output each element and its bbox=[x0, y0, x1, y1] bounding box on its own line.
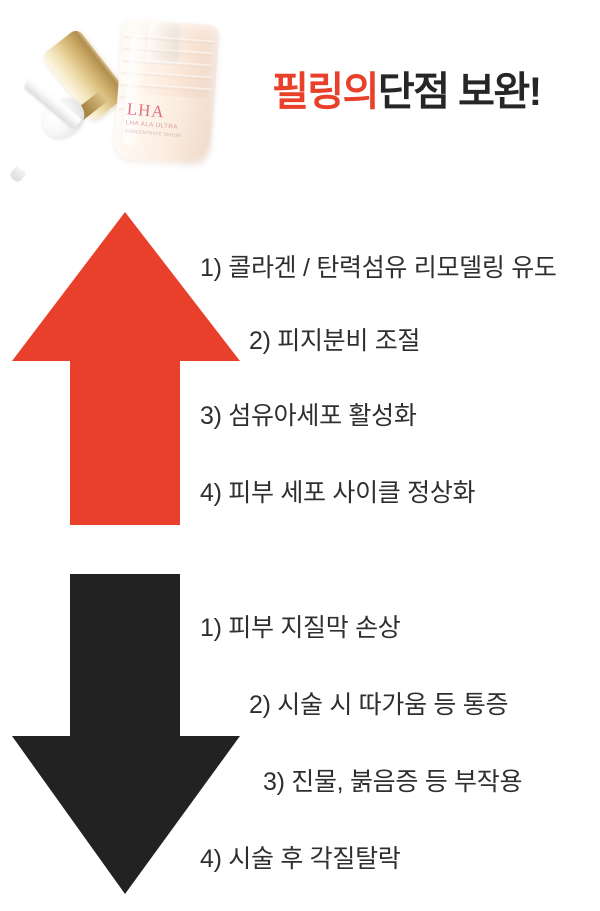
drawbacks-item-3: 3) 진물, 붉음증 등 부작용 bbox=[263, 768, 523, 796]
drawbacks-list: 1) 피부 지질막 손상 2) 시술 시 따가움 등 통증 3) 진물, 붉음증… bbox=[0, 608, 600, 872]
benefits-list: 1) 콜라겐 / 탄력섬유 리모델링 유도 2) 피지분비 조절 3) 섬유아세… bbox=[0, 248, 600, 506]
downward-arrow bbox=[12, 574, 240, 894]
bottle-illustration: LHA LHA ALA ULTRA CONCENTRATE SERUM bbox=[0, 0, 250, 200]
benefits-item-2: 2) 피지분비 조절 bbox=[249, 327, 421, 355]
page-title-accent: 필링의 bbox=[272, 70, 379, 114]
product-bottle-photo: LHA LHA ALA ULTRA CONCENTRATE SERUM bbox=[0, 0, 250, 200]
dropper-tip bbox=[8, 165, 27, 184]
benefits-item-4: 4) 피부 세포 사이클 정상화 bbox=[200, 479, 476, 507]
benefits-item-3: 3) 섬유아세포 활성화 bbox=[200, 402, 417, 430]
page-title-main: 단점 보완! bbox=[377, 70, 542, 114]
benefits-item-1: 1) 콜라겐 / 탄력섬유 리모델링 유도 bbox=[200, 254, 557, 282]
drawbacks-item-4: 4) 시술 후 각질탈락 bbox=[200, 845, 401, 873]
upward-arrow bbox=[12, 212, 240, 525]
page-title: 필링의단점 보완! bbox=[272, 70, 542, 114]
drawbacks-item-2: 2) 시술 시 따가움 등 통증 bbox=[249, 691, 509, 719]
drawbacks-item-1: 1) 피부 지질막 손상 bbox=[200, 614, 401, 642]
